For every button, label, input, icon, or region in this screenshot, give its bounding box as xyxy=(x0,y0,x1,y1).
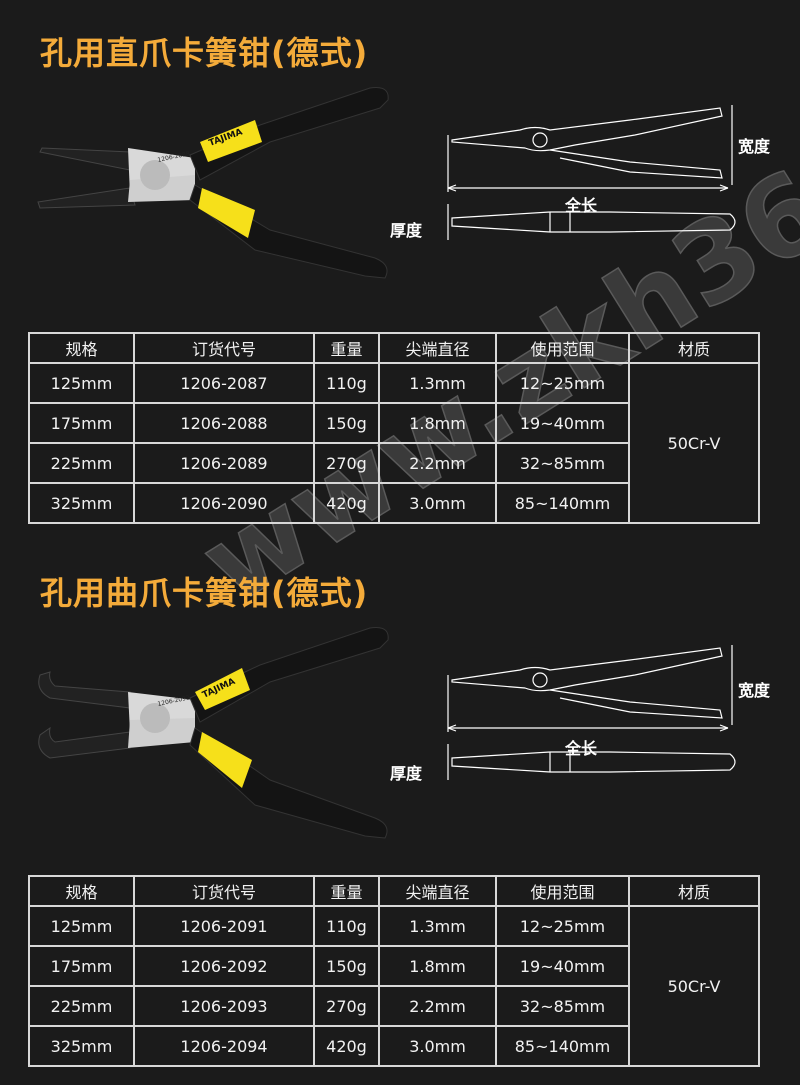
header-range: 使用范围 xyxy=(495,875,630,907)
cell-weight: 270g xyxy=(313,442,380,484)
cell-weight: 110g xyxy=(313,362,380,404)
cell-range: 19~40mm xyxy=(495,945,630,987)
cell-range: 19~40mm xyxy=(495,402,630,444)
header-tip-diameter: 尖端直径 xyxy=(378,875,497,907)
table-row: 125mm 1206-2087 110g 1.3mm 12~25mm 50Cr-… xyxy=(28,362,760,524)
cell-range: 32~85mm xyxy=(495,985,630,1027)
table-header-row: 规格 订货代号 重量 尖端直径 使用范围 材质 xyxy=(28,332,760,364)
cell-tip-diameter: 3.0mm xyxy=(378,482,497,524)
thickness-label: 厚度 xyxy=(390,221,423,240)
section-title: 孔用曲爪卡簧钳(德式) xyxy=(40,574,369,612)
header-order-code: 订货代号 xyxy=(133,875,315,907)
cell-order-code: 1206-2090 xyxy=(133,482,315,524)
cell-spec: 225mm xyxy=(28,442,135,484)
cell-weight: 420g xyxy=(313,482,380,524)
table-row: 225mm 1206-2089 270g 2.2mm 32~85mm xyxy=(28,442,759,484)
dimension-diagram: 宽度 全长 厚度 xyxy=(390,640,790,800)
cell-weight: 150g xyxy=(313,945,380,987)
cell-weight: 150g xyxy=(313,402,380,444)
table-row: 325mm 1206-2094 420g 3.0mm 85~140mm xyxy=(28,1025,759,1067)
cell-tip-diameter: 3.0mm xyxy=(378,1025,497,1067)
header-order-code: 订货代号 xyxy=(133,332,315,364)
header-weight: 重量 xyxy=(313,332,380,364)
cell-order-code: 1206-2091 xyxy=(133,905,315,947)
cell-tip-diameter: 1.8mm xyxy=(378,402,497,444)
table-row: 125mm 1206-2091 110g 1.3mm 12~25mm 50Cr-… xyxy=(28,905,760,1067)
spec-table: 规格 订货代号 重量 尖端直径 使用范围 材质 125mm 1206-2091 … xyxy=(28,875,760,1067)
header-material: 材质 xyxy=(628,875,760,907)
cell-tip-diameter: 1.8mm xyxy=(378,945,497,987)
cell-range: 12~25mm xyxy=(495,362,630,404)
cell-material: 50Cr-V xyxy=(628,905,760,1067)
thickness-label: 厚度 xyxy=(390,764,423,783)
length-label: 全长 xyxy=(565,196,598,215)
cell-tip-diameter: 2.2mm xyxy=(378,985,497,1027)
cell-order-code: 1206-2094 xyxy=(133,1025,315,1067)
header-material: 材质 xyxy=(628,332,760,364)
header-spec: 规格 xyxy=(28,332,135,364)
spec-table: 规格 订货代号 重量 尖端直径 使用范围 材质 125mm 1206-2087 … xyxy=(28,332,760,524)
cell-order-code: 1206-2088 xyxy=(133,402,315,444)
bent-pliers-image: TAJIMA 1206-2092 xyxy=(38,627,389,839)
header-weight: 重量 xyxy=(313,875,380,907)
cell-spec: 325mm xyxy=(28,1025,135,1067)
table-row: 225mm 1206-2093 270g 2.2mm 32~85mm xyxy=(28,985,759,1027)
cell-spec: 125mm xyxy=(28,362,135,404)
cell-spec: 175mm xyxy=(28,945,135,987)
cell-tip-diameter: 2.2mm xyxy=(378,442,497,484)
table-row: 175mm 1206-2088 150g 1.8mm 19~40mm xyxy=(28,402,759,444)
cell-tip-diameter: 1.3mm xyxy=(378,362,497,404)
table-row: 325mm 1206-2090 420g 3.0mm 85~140mm xyxy=(28,482,759,524)
cell-spec: 175mm xyxy=(28,402,135,444)
header-spec: 规格 xyxy=(28,875,135,907)
dimension-diagram: 宽度 全长 厚度 xyxy=(390,100,790,260)
cell-order-code: 1206-2093 xyxy=(133,985,315,1027)
header-range: 使用范围 xyxy=(495,332,630,364)
cell-weight: 110g xyxy=(313,905,380,947)
cell-range: 85~140mm xyxy=(495,482,630,524)
straight-pliers-image: TAJIMA 1206-2088 xyxy=(37,87,389,279)
width-label: 宽度 xyxy=(738,681,771,700)
table-row: 175mm 1206-2092 150g 1.8mm 19~40mm xyxy=(28,945,759,987)
section-title: 孔用直爪卡簧钳(德式) xyxy=(40,34,369,72)
cell-spec: 225mm xyxy=(28,985,135,1027)
cell-order-code: 1206-2089 xyxy=(133,442,315,484)
cell-weight: 270g xyxy=(313,985,380,1027)
table-header-row: 规格 订货代号 重量 尖端直径 使用范围 材质 xyxy=(28,875,760,907)
length-label: 全长 xyxy=(565,739,598,758)
cell-spec: 325mm xyxy=(28,482,135,524)
cell-range: 85~140mm xyxy=(495,1025,630,1067)
cell-spec: 125mm xyxy=(28,905,135,947)
cell-range: 12~25mm xyxy=(495,905,630,947)
cell-order-code: 1206-2087 xyxy=(133,362,315,404)
cell-order-code: 1206-2092 xyxy=(133,945,315,987)
cell-range: 32~85mm xyxy=(495,442,630,484)
header-tip-diameter: 尖端直径 xyxy=(378,332,497,364)
cell-material: 50Cr-V xyxy=(628,362,760,524)
cell-weight: 420g xyxy=(313,1025,380,1067)
cell-tip-diameter: 1.3mm xyxy=(378,905,497,947)
width-label: 宽度 xyxy=(738,137,771,156)
